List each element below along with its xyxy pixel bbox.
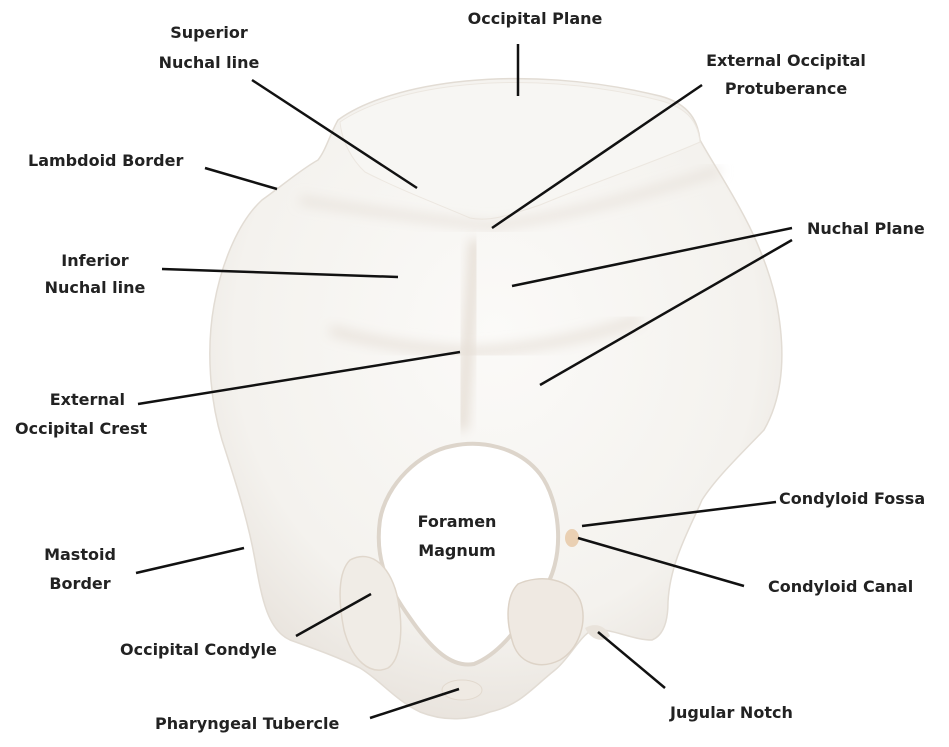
- condyloid-canal-hole: [565, 529, 579, 547]
- label-superior-nuchal-line-2: Nuchal line: [159, 53, 260, 72]
- label-occipital-condyle: Occipital Condyle: [120, 640, 277, 659]
- label-external-occipital-crest-1: External: [50, 390, 125, 409]
- label-condyloid-canal: Condyloid Canal: [768, 577, 913, 596]
- label-external-occipital-protuberance-1: External Occipital: [706, 51, 866, 70]
- label-mastoid-border-2: Border: [49, 574, 110, 593]
- pharyngeal-tubercle-bump: [442, 680, 482, 700]
- label-inferior-nuchal-line-2: Nuchal line: [45, 278, 146, 297]
- leader-lambdoid-border: [205, 168, 277, 189]
- label-mastoid-border-1: Mastoid: [44, 545, 116, 564]
- leader-jugular-notch: [598, 632, 665, 688]
- label-external-occipital-crest-2: Occipital Crest: [15, 419, 148, 438]
- label-occipital-plane: Occipital Plane: [468, 9, 603, 28]
- label-foramen-magnum-1: Foramen: [418, 512, 497, 531]
- label-external-occipital-protuberance-2: Protuberance: [725, 79, 848, 98]
- label-superior-nuchal-line-1: Superior: [170, 23, 248, 42]
- label-inferior-nuchal-line-1: Inferior: [61, 251, 129, 270]
- label-jugular-notch: Jugular Notch: [669, 703, 793, 722]
- label-condyloid-fossa: Condyloid Fossa: [779, 489, 925, 508]
- label-foramen-magnum-2: Magnum: [418, 541, 496, 560]
- occipital-bone: [210, 79, 782, 719]
- label-pharyngeal-tubercle: Pharyngeal Tubercle: [155, 714, 339, 733]
- label-lambdoid-border: Lambdoid Border: [28, 151, 183, 170]
- label-nuchal-plane: Nuchal Plane: [807, 219, 925, 238]
- leader-mastoid-border: [136, 548, 244, 573]
